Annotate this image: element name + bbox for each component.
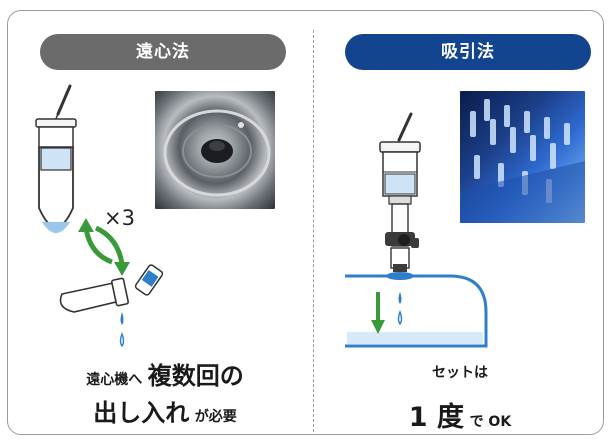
left-caption-line2: 出し入れ が必要 xyxy=(30,393,300,428)
left-caption-big-2: 出し入れ xyxy=(93,399,190,427)
manifold-chamber-icon xyxy=(345,272,488,348)
down-arrow-icon xyxy=(371,292,385,334)
droplet-icon xyxy=(119,312,125,348)
cycle-arrows-icon xyxy=(78,218,130,276)
repeat-count-label: ×3 xyxy=(104,206,135,230)
vacuum-droplet-icon xyxy=(397,292,403,326)
pipette-icon xyxy=(54,84,72,122)
stopcock-icon xyxy=(385,232,419,272)
right-caption-small-1: セットは xyxy=(432,365,488,381)
right-caption-line2: 1 度 で OK xyxy=(330,395,590,434)
right-caption-line1: セットは xyxy=(330,362,590,382)
left-method-title: 遠心法 xyxy=(40,34,286,70)
panel-divider xyxy=(313,30,314,432)
right-caption-big-2: 1 度 xyxy=(408,402,464,433)
horizontal-tube-icon xyxy=(59,277,129,313)
left-caption-small-2: が必要 xyxy=(194,409,237,425)
vacuum-column-icon xyxy=(379,141,421,247)
vacuum-pipette-icon xyxy=(397,112,413,142)
collection-tube-icon xyxy=(134,264,164,296)
spin-column-tube-icon xyxy=(35,118,77,233)
vacuum-manifold-photo xyxy=(460,91,585,223)
left-caption-small-1: 遠心機へ xyxy=(86,372,143,388)
right-caption-small-2: で OK xyxy=(469,414,512,430)
centrifuge-photo xyxy=(155,91,275,209)
centrifuge-rotor-icon xyxy=(163,109,271,197)
right-method-title: 吸引法 xyxy=(345,34,591,70)
manifold-columns-icon xyxy=(460,99,585,223)
left-caption-line1: 遠心機へ 複数回の xyxy=(30,356,300,391)
left-caption-big-1: 複数回の xyxy=(147,362,244,390)
